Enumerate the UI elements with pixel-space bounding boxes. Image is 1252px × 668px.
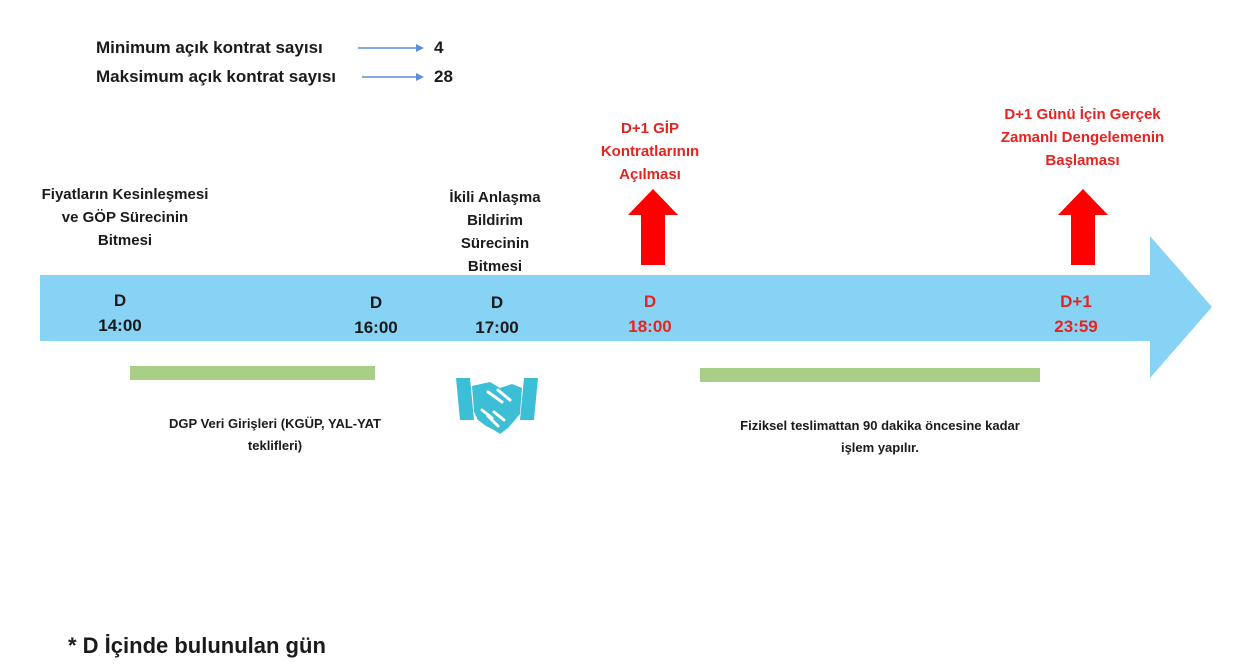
timeline-arrow [40, 236, 1212, 378]
arrow-right-icon [358, 44, 424, 52]
timeline-label-1400: D 14:00 [70, 288, 170, 338]
trading-period-bar [700, 368, 1040, 382]
gip-open-caption: D+1 GİP Kontratlarının Açılması [600, 120, 700, 183]
timeline-label-1700: D 17:00 [447, 290, 547, 340]
min-contract-value: 4 [434, 38, 444, 57]
trading-period-note: Fiziksel teslimattan 90 dakika öncesine … [740, 418, 1020, 455]
realtime-start-caption: D+1 Günü İçin Gerçek Zamanlı Dengelemeni… [1000, 106, 1165, 169]
timeline-time: 23:59 [1054, 317, 1098, 336]
max-contract-label: Maksimum açık kontrat sayısı [96, 67, 337, 86]
timeline-label-1600: D 16:00 [326, 290, 426, 340]
arrow-up-icon [1058, 189, 1108, 265]
arrow-right-icon [362, 73, 424, 81]
dgp-period-note: DGP Veri Girişleri (KGÜP, YAL-YAT teklif… [169, 416, 381, 453]
bilateral-end-caption: İkili Anlaşma Bildirim Sürecinin Bitmesi [449, 189, 541, 275]
timeline-day: D+1 [1060, 292, 1092, 311]
timeline-day: D [369, 293, 383, 312]
timeline-label-2359: D+1 23:59 [1026, 289, 1126, 339]
timeline-time: 18:00 [628, 317, 672, 336]
timeline-day: D [113, 291, 127, 310]
max-contract-value: 28 [434, 67, 453, 86]
timeline-time: 16:00 [354, 318, 398, 337]
handshake-icon [456, 378, 538, 434]
dgp-period-bar [130, 366, 375, 380]
arrow-up-icon [628, 189, 678, 265]
timeline-day: D [643, 292, 657, 311]
footnote: * D İçinde bulunulan gün [68, 633, 326, 658]
timeline-time: 17:00 [475, 318, 519, 337]
timeline-label-1800: D 18:00 [600, 289, 700, 339]
gop-end-caption: Fiyatların Kesinleşmesi ve GÖP Sürecinin… [41, 186, 209, 249]
timeline-time: 14:00 [98, 316, 142, 335]
min-contract-label: Minimum açık kontrat sayısı [96, 38, 323, 57]
timeline-day: D [490, 293, 504, 312]
